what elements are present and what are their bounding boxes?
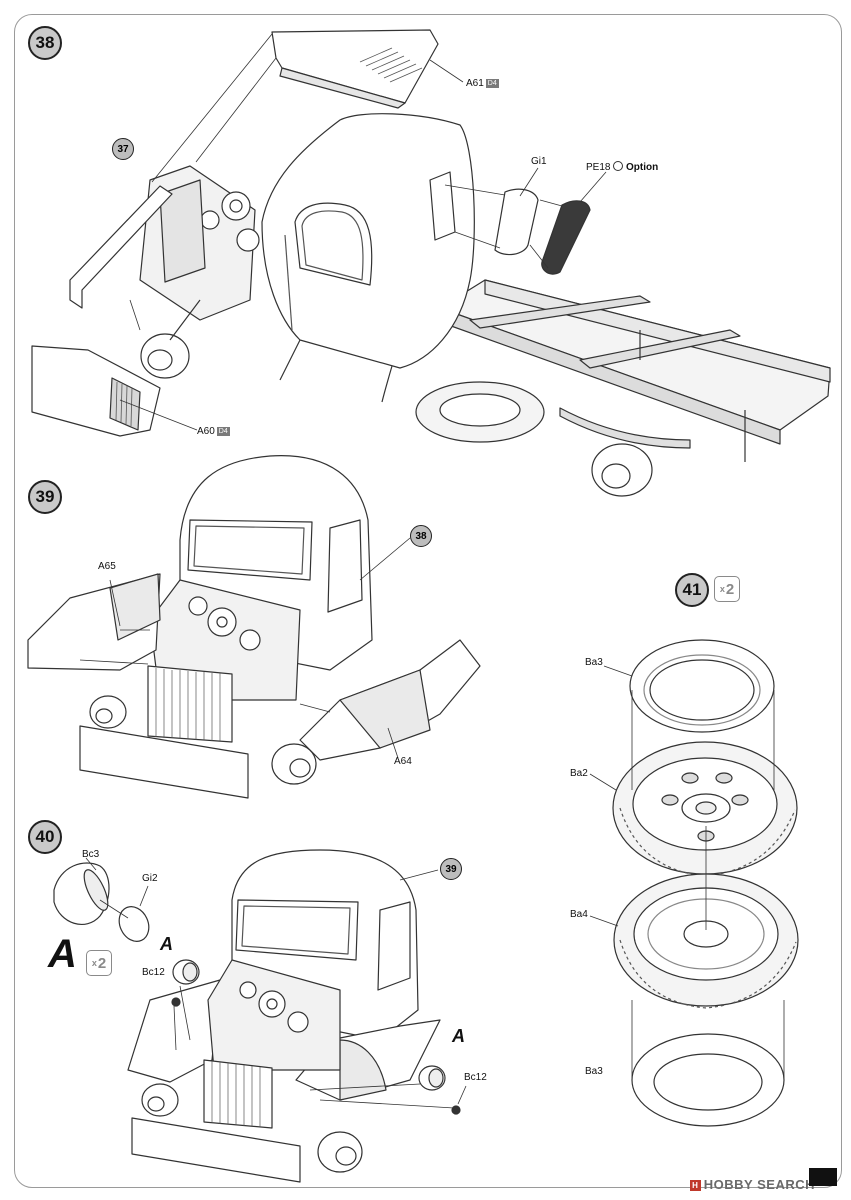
step-39-number: 39 <box>28 480 62 514</box>
label-a-left: A <box>160 934 173 954</box>
label-bc12-left: Bc12 <box>142 967 165 978</box>
subassembly-a-letter: A <box>48 932 77 976</box>
step-40-number: 40 <box>28 820 62 854</box>
bumper-40 <box>131 1117 301 1183</box>
bc12-left <box>171 997 181 1007</box>
step-37-ref: 37 <box>112 138 134 160</box>
label-ba2: Ba2 <box>570 768 588 779</box>
page-number-box <box>809 1168 837 1186</box>
step-41-artwork <box>589 639 799 1127</box>
step-40-artwork <box>53 849 467 1183</box>
step-38-artwork <box>31 29 831 497</box>
bc12-right <box>451 1105 461 1115</box>
step-39-artwork <box>27 455 481 799</box>
bumper-39 <box>79 725 249 799</box>
label-a61-text: A61 <box>466 78 484 89</box>
label-ba4: Ba4 <box>570 909 588 920</box>
label-ba3-bottom: Ba3 <box>585 1066 603 1077</box>
label-a60-tag: D4 <box>216 426 230 436</box>
step-41-count: 2 <box>725 580 735 598</box>
label-a-right: A <box>452 1026 465 1046</box>
front-bumper <box>69 185 173 309</box>
mesh-pe18 <box>541 200 591 275</box>
step-41-number: 41 <box>675 573 709 607</box>
label-bc12-right: Bc12 <box>464 1072 487 1083</box>
label-a60-text: A60 <box>197 426 215 437</box>
label-gi1: Gi1 <box>531 156 547 167</box>
label-a65: A65 <box>98 561 116 572</box>
label-bc3: Bc3 <box>82 849 100 860</box>
radiator-40 <box>203 1059 273 1129</box>
label-pe18-text: PE18 <box>586 162 611 173</box>
label-gi2: Gi2 <box>142 873 158 884</box>
label-a61-tag: D4 <box>485 78 499 88</box>
label-ba3-top: Ba3 <box>585 657 603 668</box>
radiator-39 <box>147 665 233 743</box>
page-border <box>14 14 842 1188</box>
label-option: Option <box>626 162 659 173</box>
step-38-number: 38 <box>28 26 62 60</box>
step-38-ref: 38 <box>410 525 432 547</box>
footer-brand-text: HOBBY SEARCH <box>703 1177 815 1192</box>
brand-logo-icon: H <box>689 1180 701 1191</box>
headlight-lens-gi2 <box>118 906 150 942</box>
label-pe18: PE18 Option <box>586 161 658 173</box>
step-39-ref: 39 <box>440 858 462 880</box>
label-a64: A64 <box>394 756 412 767</box>
subassembly-a-count: 2 <box>97 954 107 972</box>
window-gasket-gi1 <box>494 188 539 256</box>
photo-etch-icon <box>613 161 624 171</box>
